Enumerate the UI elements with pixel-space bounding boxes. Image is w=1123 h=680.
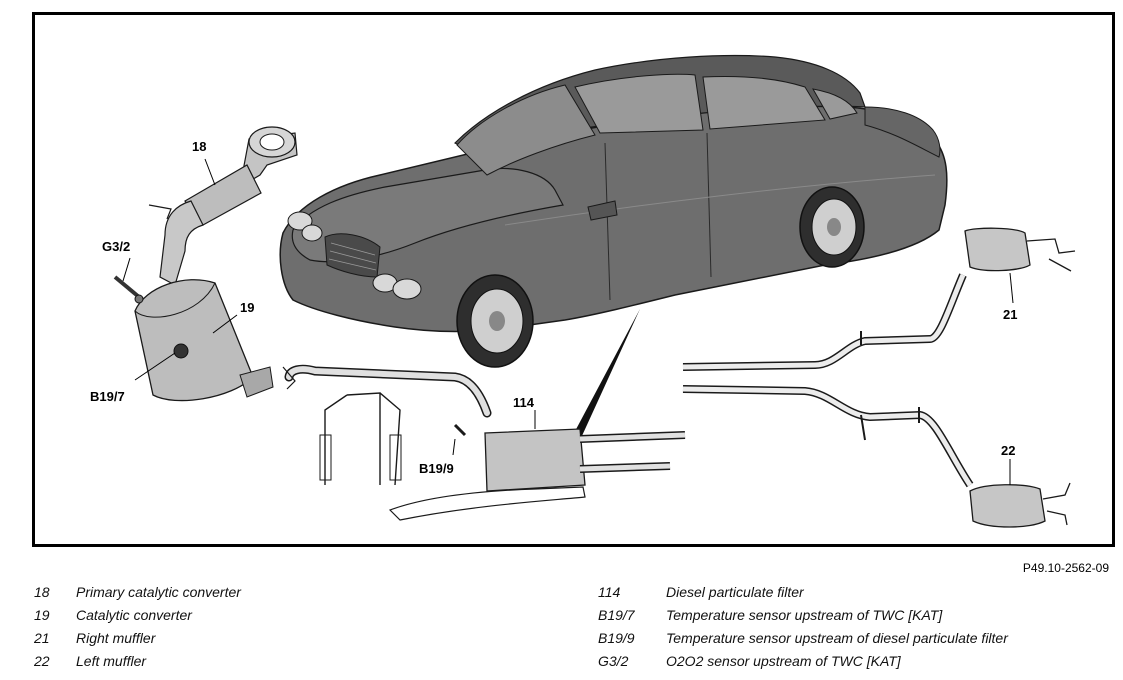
- legend-label: Diesel particulate filter: [666, 584, 804, 600]
- legend-code: 19: [34, 607, 50, 623]
- legend-code: 21: [34, 630, 50, 646]
- legend-label: O2O2 sensor upstream of TWC [KAT]: [666, 653, 901, 669]
- callout-21: 21: [1003, 307, 1018, 322]
- rear-exhaust-assembly: [682, 227, 1076, 528]
- callout-22: 22: [1001, 443, 1016, 458]
- diagram-frame: 18 G3/2 19 B19/7 114 B19/9 21 22: [32, 12, 1115, 547]
- diesel-particulate-filter-assembly: [282, 364, 686, 521]
- legend-code: 114: [598, 584, 621, 600]
- leader-lines-left: [122, 158, 238, 381]
- legend-label: Temperature sensor upstream of diesel pa…: [666, 630, 1008, 646]
- legend-code: B19/9: [598, 630, 635, 646]
- callout-b19-7: B19/7: [90, 389, 125, 404]
- figure-reference: P49.10-2562-09: [1022, 561, 1109, 575]
- legend-code: 22: [34, 653, 50, 669]
- leader-lines-center: [452, 410, 536, 456]
- legend-code: 18: [34, 584, 50, 600]
- front-wheel: [456, 274, 534, 368]
- callout-114: 114: [513, 395, 534, 410]
- legend-label: Primary catalytic converter: [76, 584, 241, 600]
- legend-label: Catalytic converter: [76, 607, 192, 623]
- rear-wheel: [799, 186, 865, 268]
- callout-18: 18: [192, 139, 207, 154]
- legend-code: B19/7: [598, 607, 635, 623]
- callout-19: 19: [240, 300, 255, 315]
- legend-label: Left muffler: [76, 653, 147, 669]
- car-illustration: [279, 54, 948, 438]
- callout-b19-9: B19/9: [419, 461, 454, 476]
- legend-label: Temperature sensor upstream of TWC [KAT]: [666, 607, 943, 623]
- legend-label: Right muffler: [76, 630, 156, 646]
- catalytic-converter-assembly: [113, 126, 298, 402]
- exhaust-diagram: [113, 54, 1076, 528]
- leader-lines-right: [1009, 272, 1014, 485]
- callout-g3-2: G3/2: [102, 239, 131, 254]
- legend-code: G3/2: [598, 653, 629, 669]
